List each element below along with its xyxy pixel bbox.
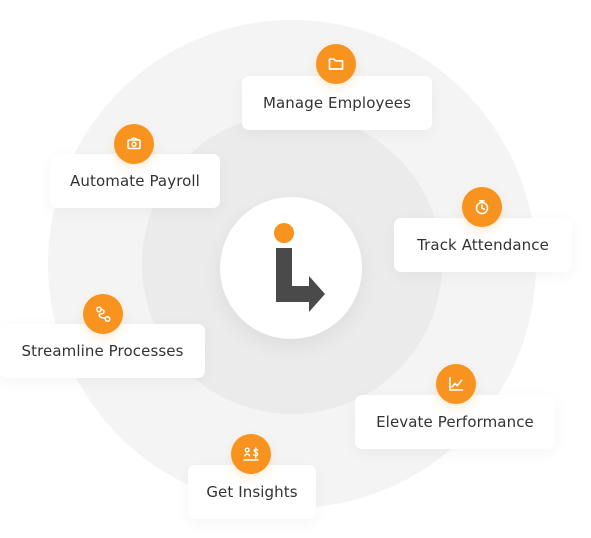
feature-label: Track Attendance (417, 236, 549, 254)
feature-card-track-attendance: Track Attendance (394, 218, 572, 272)
feature-label: Automate Payroll (70, 172, 200, 190)
stopwatch-icon (462, 187, 502, 227)
feature-label: Get Insights (206, 483, 298, 501)
feature-card-manage-employees: Manage Employees (242, 76, 432, 130)
insights-scale-icon (231, 434, 271, 474)
payroll-icon (114, 124, 154, 164)
workflow-route-icon (83, 294, 123, 334)
feature-card-streamline-processes: Streamline Processes (0, 324, 205, 378)
feature-label: Manage Employees (262, 94, 412, 112)
brand-logo (274, 223, 325, 312)
feature-label: Streamline Processes (21, 342, 184, 360)
feature-label: Elevate Performance (376, 413, 534, 431)
feature-card-get-insights: Get Insights (188, 465, 316, 519)
folder-icon (316, 44, 356, 84)
feature-card-elevate-performance: Elevate Performance (355, 395, 555, 449)
line-chart-icon (436, 364, 476, 404)
